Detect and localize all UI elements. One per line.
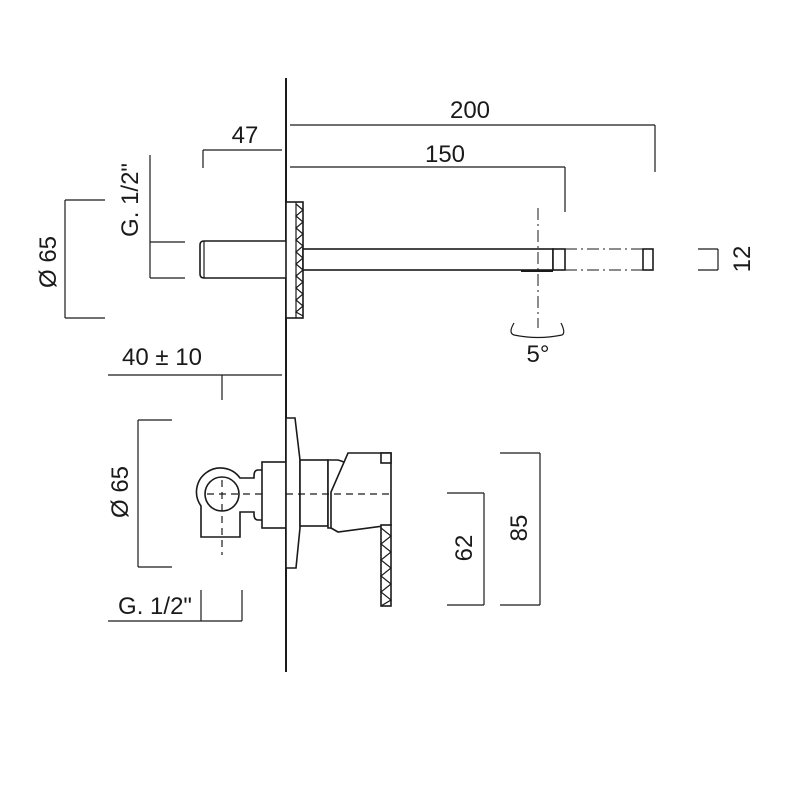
lever-knurl-hatch	[380, 527, 393, 607]
dim-label-85: 85	[506, 515, 533, 542]
rear-connection-stub	[199, 240, 286, 279]
mixer-body	[299, 459, 329, 527]
swivel-angle-arc	[510, 322, 565, 339]
dimension-12: 12	[698, 246, 756, 273]
lever-plate	[380, 524, 392, 607]
dim-label-150: 150	[425, 141, 465, 168]
dimension-200: 200	[290, 97, 656, 172]
dim-label-thread-top: G. 1/2"	[117, 163, 144, 237]
spout-end	[552, 248, 566, 271]
dim-label-diameter-bottom: Ø 65	[107, 466, 134, 518]
dimension-diameter-top: Ø 65	[35, 199, 105, 319]
dim-label-200: 200	[450, 97, 490, 124]
mixer-wall-plate	[285, 417, 301, 569]
spout-assembly	[199, 201, 654, 339]
dimension-thread-top: G. 1/2"	[117, 155, 185, 279]
mixer-assembly	[195, 417, 393, 607]
mixer-housing	[261, 461, 287, 529]
dim-label-40-10: 40 ± 10	[122, 344, 202, 371]
dim-label-12: 12	[729, 246, 756, 273]
dimension-150: 150	[290, 141, 566, 212]
plate-knurl-hatch	[294, 203, 304, 317]
dim-label-47: 47	[232, 122, 259, 149]
lever-plate-top	[380, 452, 392, 464]
dim-label-diameter-top: Ø 65	[35, 236, 62, 288]
dimension-diameter-bottom: Ø 65	[107, 419, 172, 568]
dimension-47: 47	[202, 122, 282, 168]
dimension-40-10: 40 ± 10	[108, 344, 282, 400]
dimension-62: 62	[447, 492, 485, 606]
dim-label-5-degrees: 5°	[527, 341, 550, 368]
dim-label-62: 62	[451, 535, 478, 562]
dimension-thread-bottom: G. 1/2"	[108, 590, 243, 622]
dim-label-thread-bottom: G. 1/2"	[118, 593, 192, 620]
dimension-85: 85	[500, 452, 541, 606]
spout-body	[302, 248, 554, 271]
spout-extended-end	[642, 248, 654, 271]
